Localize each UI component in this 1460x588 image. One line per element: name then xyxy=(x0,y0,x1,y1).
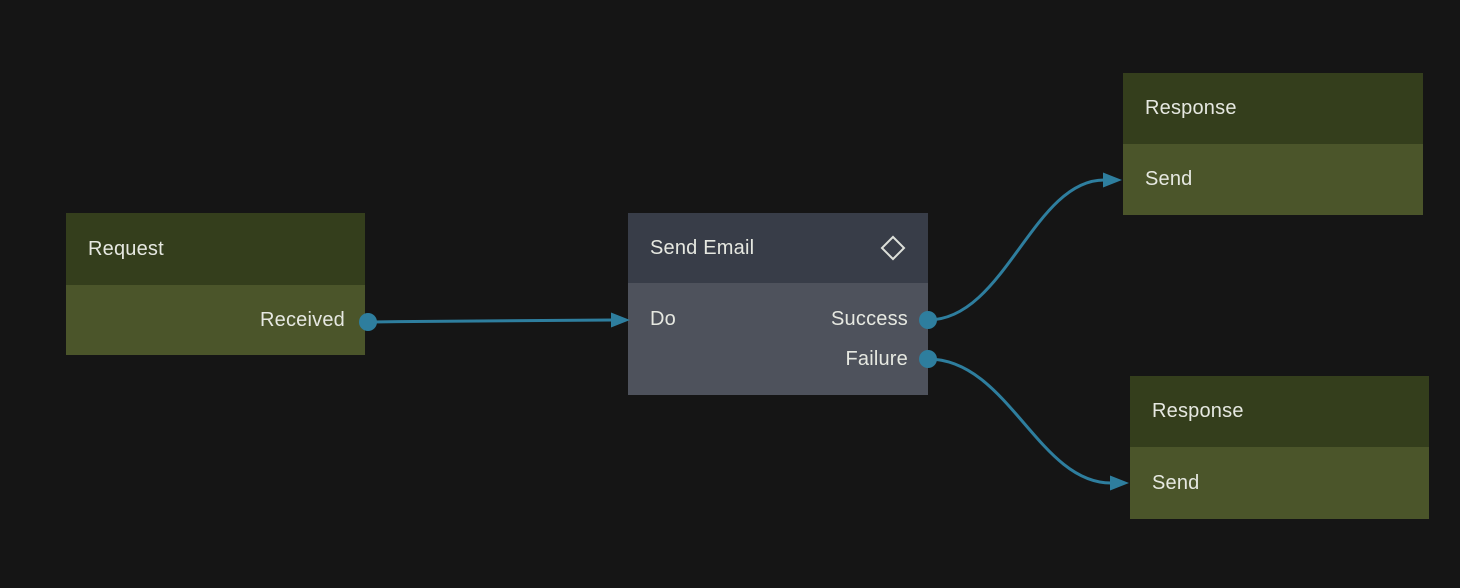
node-send-email[interactable]: Send Email Do Success Failure xyxy=(628,213,928,395)
node-request-header[interactable]: Request xyxy=(66,213,365,285)
diamond-icon[interactable] xyxy=(880,235,906,261)
node-request-title: Request xyxy=(88,237,164,260)
port-send-email-failure-label[interactable]: Failure xyxy=(845,347,908,370)
port-request-received-label: Received xyxy=(260,308,345,331)
arrowhead-icon xyxy=(1103,172,1122,188)
node-response-success-title: Response xyxy=(1145,97,1237,119)
edge-received-to-do[interactable] xyxy=(359,312,630,332)
port-response-failure-send[interactable]: Send xyxy=(1130,447,1429,519)
edge-failure-to-send[interactable] xyxy=(919,350,1129,491)
edge-success-to-send[interactable] xyxy=(919,172,1122,330)
node-send-email-header[interactable]: Send Email xyxy=(628,213,928,283)
node-response-failure-header[interactable]: Response xyxy=(1130,376,1429,447)
port-response-success-send[interactable]: Send xyxy=(1123,144,1423,215)
node-response-failure[interactable]: Response Send xyxy=(1130,376,1429,519)
node-request[interactable]: Request Received xyxy=(66,213,365,355)
port-response-success-send-label: Send xyxy=(1145,168,1193,190)
node-response-success[interactable]: Response Send xyxy=(1123,73,1423,215)
port-request-received[interactable]: Received xyxy=(66,285,365,355)
port-send-email-do-label[interactable]: Do xyxy=(650,307,676,330)
arrowhead-icon xyxy=(1110,475,1129,491)
port-send-email-success-label[interactable]: Success xyxy=(831,307,908,330)
port-response-failure-send-label: Send xyxy=(1152,471,1200,494)
node-send-email-title: Send Email xyxy=(650,236,755,259)
node-response-success-header[interactable]: Response xyxy=(1123,73,1423,144)
node-response-failure-title: Response xyxy=(1152,400,1244,422)
